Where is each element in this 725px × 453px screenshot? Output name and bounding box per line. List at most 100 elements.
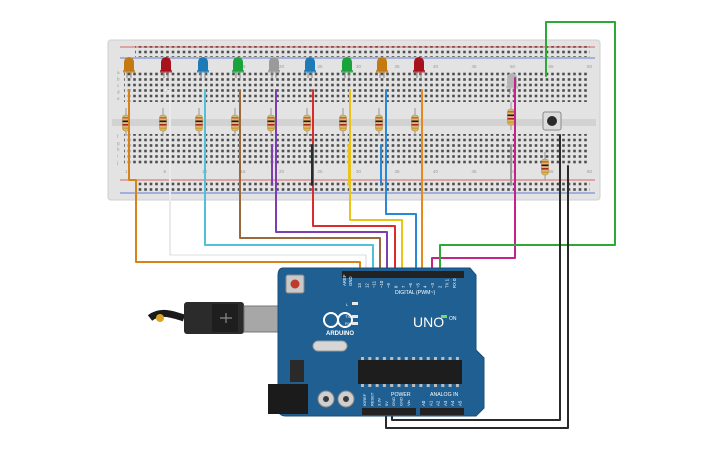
power-jack xyxy=(268,384,308,414)
digital-pin-label: ~6 xyxy=(408,282,413,288)
analog-pin-label: A0 xyxy=(421,400,426,406)
resistor xyxy=(411,108,419,136)
l-label: L xyxy=(346,302,349,307)
column-number: 25 xyxy=(318,64,324,69)
digital-pin-label: 2 xyxy=(437,285,442,288)
column-number: 45 xyxy=(472,64,478,69)
pushbutton[interactable] xyxy=(542,111,562,131)
wire-purple xyxy=(275,89,388,273)
column-number: 30 xyxy=(356,64,362,69)
column-number: 15 xyxy=(241,64,247,69)
analog-pin-label: A3 xyxy=(443,400,448,406)
row-letter: d xyxy=(117,90,120,95)
column-number: 55 xyxy=(549,64,555,69)
digital-pin-label: ~11 xyxy=(372,280,377,288)
led[interactable] xyxy=(376,57,388,78)
column-number: 20 xyxy=(279,64,285,69)
column-number: 60 xyxy=(587,64,593,69)
resistor xyxy=(231,108,239,136)
power-pin-label: IOREF xyxy=(362,393,367,406)
wire-orange-1 xyxy=(128,89,361,273)
uno-label: UNO xyxy=(413,314,444,330)
led[interactable] xyxy=(197,57,209,78)
digital-pin-label: 12 xyxy=(364,283,369,288)
row-letter: g xyxy=(117,141,120,146)
column-number: 5 xyxy=(164,169,167,174)
resistor xyxy=(303,108,311,136)
resistor xyxy=(541,152,549,180)
digital-pin-label: 13 xyxy=(357,283,362,288)
top-power-rail xyxy=(135,46,590,57)
led[interactable] xyxy=(160,57,172,78)
wire-magenta xyxy=(431,77,516,273)
led[interactable] xyxy=(123,57,135,78)
usb-cable xyxy=(147,302,283,334)
leds xyxy=(123,57,518,94)
digital-header xyxy=(342,271,464,278)
led[interactable] xyxy=(341,57,353,78)
row-letter: j xyxy=(116,160,118,165)
column-number: 15 xyxy=(241,169,247,174)
column-number: 40 xyxy=(433,169,439,174)
bottom-power-rail xyxy=(135,181,590,192)
analog-pin-label: A5 xyxy=(458,400,463,406)
digital-pin-label: 4 xyxy=(423,285,428,288)
wire-green xyxy=(439,21,616,273)
row-letter: h xyxy=(117,147,120,152)
atmega-chip xyxy=(358,360,462,384)
power-pin-label: 5V xyxy=(384,401,389,406)
digital-pin-label: ~5 xyxy=(415,282,420,288)
on-label: ON xyxy=(449,316,457,322)
column-number: 35 xyxy=(395,169,401,174)
wire-white-shadow xyxy=(165,89,367,273)
analog-label: ANALOG IN xyxy=(430,392,459,398)
column-number: 30 xyxy=(356,169,362,174)
row-letter: c xyxy=(117,83,120,88)
column-number: 25 xyxy=(318,169,324,174)
resistor xyxy=(375,108,383,136)
column-number: 35 xyxy=(395,64,401,69)
arduino-logo: ARDUINO xyxy=(326,331,354,337)
digital-pin-label: ~3 xyxy=(430,282,435,288)
resistor xyxy=(267,108,275,136)
power-label: POWER xyxy=(391,392,411,398)
terminal-block-top xyxy=(124,70,589,102)
digital-pin-label: TX 1 xyxy=(445,278,450,288)
led[interactable] xyxy=(268,57,280,78)
column-number: 50 xyxy=(510,64,516,69)
row-letter: a xyxy=(117,70,120,75)
resistor xyxy=(339,108,347,136)
digital-label: DIGITAL (PWM~) xyxy=(395,290,435,296)
led[interactable] xyxy=(413,57,425,78)
analog-pin-label: A1 xyxy=(428,400,433,406)
wire-black-2 xyxy=(385,165,569,429)
analog-header xyxy=(420,408,464,415)
column-number: 40 xyxy=(433,64,439,69)
column-number: 50 xyxy=(510,169,516,174)
row-letter: b xyxy=(117,77,120,82)
row-letter: e xyxy=(117,96,120,101)
digital-pin-label: ~9 xyxy=(386,282,391,288)
center-channel xyxy=(112,119,596,126)
led[interactable] xyxy=(304,57,316,78)
usb-icon xyxy=(220,313,232,323)
wire-blue xyxy=(385,89,417,273)
gnd-label: GND xyxy=(348,276,353,286)
power-pin-label: RESET xyxy=(369,392,374,406)
resistors xyxy=(122,102,549,180)
aref-label: AREF xyxy=(342,274,347,286)
crystal xyxy=(312,340,348,352)
column-number: 55 xyxy=(549,169,555,174)
power-pin-label: Vin xyxy=(406,400,411,406)
analog-pin-label: A4 xyxy=(450,400,455,406)
power-pin-label: 3.3V xyxy=(377,397,382,406)
tx-label: TX xyxy=(345,314,350,319)
led[interactable] xyxy=(232,57,244,78)
rx-label: RX xyxy=(345,321,351,326)
wires xyxy=(128,21,616,429)
